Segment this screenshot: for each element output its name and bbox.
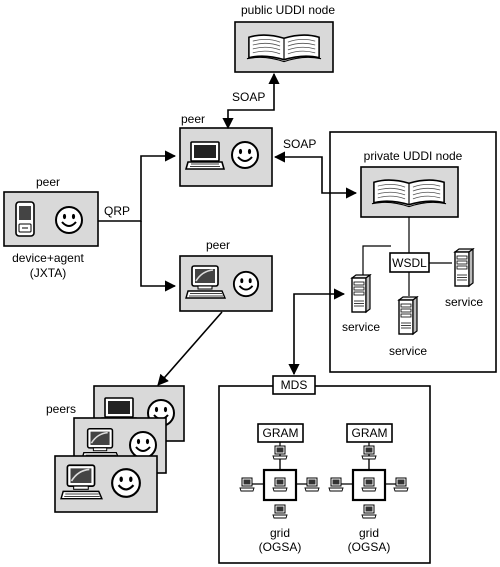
network-node-icon bbox=[239, 477, 255, 492]
service-2-label: service bbox=[389, 344, 427, 358]
smiley-icon bbox=[55, 206, 83, 234]
wsdl-label: WSDL bbox=[392, 256, 427, 270]
private-uddi-node[interactable] bbox=[360, 166, 459, 218]
public-uddi-label: public UDDI node bbox=[241, 3, 335, 17]
network-node-icon bbox=[272, 477, 288, 492]
grid-2-hub bbox=[351, 468, 387, 502]
peer-top-label: peer bbox=[181, 112, 205, 126]
private-uddi-label: private UDDI node bbox=[364, 149, 463, 163]
grid-1[interactable]: GRAM grid (OGSA) bbox=[239, 423, 320, 554]
wsdl-node[interactable]: WSDL bbox=[389, 252, 430, 273]
grid-1-label: grid bbox=[270, 526, 290, 540]
peers-stack[interactable] bbox=[54, 385, 185, 513]
qrp-link-mid bbox=[140, 221, 177, 292]
grid-2[interactable]: GRAM grid (OGSA) bbox=[328, 423, 409, 554]
soap-top-label: SOAP bbox=[232, 90, 265, 104]
public-uddi-node[interactable] bbox=[234, 21, 334, 73]
server-tower-icon[interactable] bbox=[398, 296, 418, 335]
network-node-icon bbox=[361, 445, 377, 460]
network-node-icon bbox=[361, 504, 377, 519]
peer-desktop-node[interactable] bbox=[179, 255, 273, 312]
network-node-icon bbox=[361, 477, 377, 492]
grid-panel bbox=[218, 385, 431, 564]
laptop-icon bbox=[185, 140, 225, 171]
device-agent-label: device+agent bbox=[12, 251, 84, 265]
network-node-icon bbox=[272, 504, 288, 519]
peer-mid-label: peer bbox=[206, 238, 230, 252]
smiley-icon bbox=[232, 270, 260, 298]
network-node-icon bbox=[393, 477, 409, 492]
peer-laptop-node[interactable] bbox=[179, 127, 273, 187]
service-3-label: service bbox=[445, 295, 483, 309]
grid-1-sub-label: (OGSA) bbox=[259, 540, 302, 554]
pda-icon bbox=[15, 201, 35, 237]
network-node-icon bbox=[304, 477, 320, 492]
peer-device-node[interactable] bbox=[3, 191, 99, 247]
peers-label: peers bbox=[46, 402, 76, 416]
smiley-icon bbox=[129, 431, 157, 459]
gram-1-label: GRAM bbox=[263, 426, 299, 440]
service-1-label: service bbox=[342, 320, 380, 334]
gram-2-label: GRAM bbox=[352, 426, 388, 440]
book-icon bbox=[371, 179, 447, 208]
book-icon bbox=[246, 34, 322, 63]
soap-link-private bbox=[273, 151, 358, 199]
smiley-icon bbox=[111, 468, 141, 498]
network-node-icon bbox=[272, 445, 288, 460]
grid-1-hub bbox=[262, 468, 298, 502]
smiley-icon bbox=[231, 141, 259, 169]
grid-2-label: grid bbox=[359, 526, 379, 540]
mds-node[interactable]: MDS bbox=[272, 375, 316, 395]
network-node-icon bbox=[328, 477, 344, 492]
soap-link-public bbox=[222, 72, 280, 130]
server-tower-icon[interactable] bbox=[351, 274, 371, 313]
qrp-link-top bbox=[98, 150, 177, 222]
mds-label: MDS bbox=[281, 378, 308, 392]
grid-2-sub-label: (OGSA) bbox=[348, 540, 391, 554]
server-tower-icon[interactable] bbox=[454, 248, 474, 287]
qrp-label: QRP bbox=[104, 204, 130, 218]
peer-to-peers-link bbox=[157, 311, 223, 386]
peer-left-label: peer bbox=[36, 175, 60, 189]
mds-link bbox=[288, 288, 346, 376]
wsdl-service1-link bbox=[362, 245, 391, 276]
jxta-label: (JXTA) bbox=[30, 266, 66, 280]
soap-right-label: SOAP bbox=[283, 137, 316, 151]
